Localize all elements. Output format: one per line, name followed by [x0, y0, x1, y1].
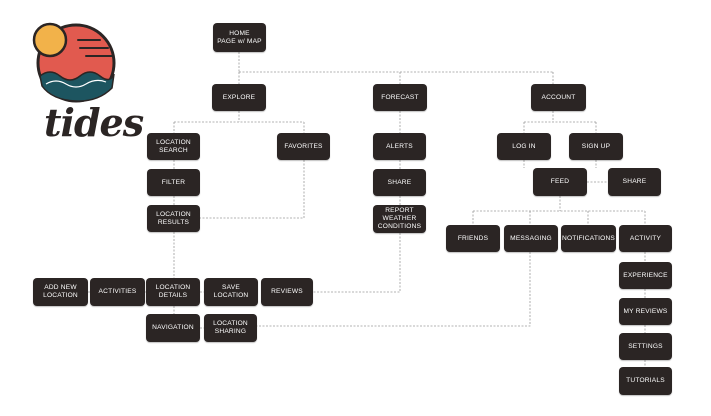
node-my-reviews[interactable]: MY REVIEWS: [619, 298, 672, 325]
node-notifications[interactable]: NOTIFICATIONS: [561, 225, 616, 252]
node-share-forecast[interactable]: SHARE: [373, 169, 426, 196]
connector-feed-children: [472, 196, 646, 225]
node-friends[interactable]: FRIENDS: [446, 225, 500, 252]
node-navigation[interactable]: NAVIGATION: [146, 314, 200, 342]
node-location-sharing[interactable]: LOCATION SHARING: [204, 314, 257, 342]
node-report-weather-conditions[interactable]: REPORT WEATHER CONDITIONS: [373, 205, 426, 233]
tides-logo: tides: [28, 18, 144, 148]
node-feed[interactable]: FEED: [533, 168, 587, 196]
node-reviews[interactable]: REVIEWS: [261, 278, 313, 306]
node-share-feed[interactable]: SHARE: [608, 168, 661, 196]
node-tutorials[interactable]: TUTORIALS: [619, 367, 672, 395]
node-explore[interactable]: EXPLORE: [212, 84, 266, 111]
brand-wordmark: tides: [44, 100, 144, 145]
node-save-location[interactable]: SAVE LOCATION: [204, 278, 258, 306]
node-filter[interactable]: FILTER: [147, 169, 200, 196]
logo-mark-icon: [32, 22, 116, 103]
connector-home-bar: [238, 52, 554, 84]
node-location-search[interactable]: LOCATION SEARCH: [147, 133, 200, 160]
node-log-in[interactable]: LOG IN: [497, 133, 551, 160]
connector-favorites-results: [200, 160, 305, 219]
node-activity[interactable]: ACTIVITY: [619, 225, 672, 252]
node-settings[interactable]: SETTINGS: [619, 333, 672, 360]
connector-account: [523, 111, 597, 133]
connector-explore: [173, 111, 305, 133]
node-sign-up[interactable]: SIGN UP: [569, 133, 623, 160]
connector-report-reviews: [313, 233, 401, 293]
node-forecast[interactable]: FORECAST: [373, 84, 427, 111]
node-account[interactable]: ACCOUNT: [531, 84, 586, 111]
node-alerts[interactable]: ALERTS: [373, 133, 426, 160]
node-home-page[interactable]: HOME PAGE w/ MAP: [213, 23, 266, 52]
node-activities[interactable]: ACTIVITIES: [90, 278, 145, 306]
node-add-new-location[interactable]: ADD NEW LOCATION: [33, 278, 88, 306]
node-favorites[interactable]: FAVORITES: [277, 133, 330, 160]
node-messaging[interactable]: MESSAGING: [504, 225, 558, 252]
node-location-results[interactable]: LOCATION RESULTS: [147, 205, 200, 232]
connector-login-feed: [523, 160, 597, 168]
node-location-details[interactable]: LOCATION DETAILS: [146, 278, 200, 306]
node-experience[interactable]: EXPERIENCE: [619, 262, 672, 289]
connector-messaging-sharing: [257, 252, 531, 327]
